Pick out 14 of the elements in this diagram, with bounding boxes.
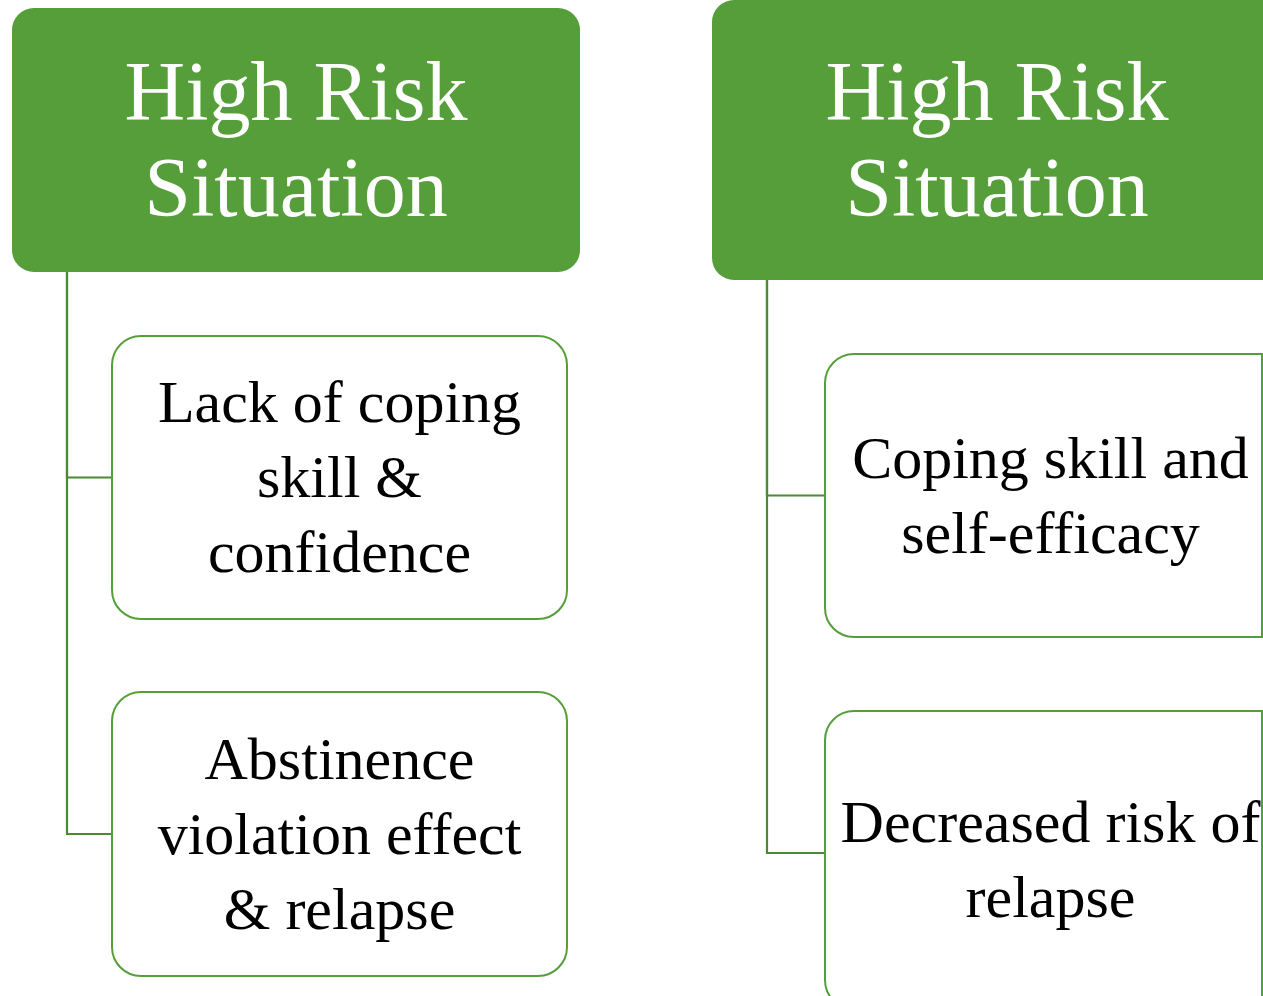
item-text: Lack of coping skill & confidence — [156, 368, 523, 587]
header-text: High Risk Situation — [824, 44, 1170, 236]
item-box — [111, 335, 568, 620]
header-box — [712, 0, 1263, 280]
item-box — [111, 691, 568, 977]
item-box — [824, 353, 1263, 638]
connector-line — [765, 280, 824, 855]
header-box — [12, 8, 580, 272]
item-text: Abstinence violation effect & relapse — [156, 724, 523, 944]
header-text: High Risk Situation — [123, 44, 469, 236]
item-box — [824, 710, 1263, 996]
item-text: Decreased risk of relapse — [840, 788, 1261, 932]
item-text: Coping skill and self-efficacy — [851, 423, 1250, 568]
connector-line — [65, 272, 111, 836]
